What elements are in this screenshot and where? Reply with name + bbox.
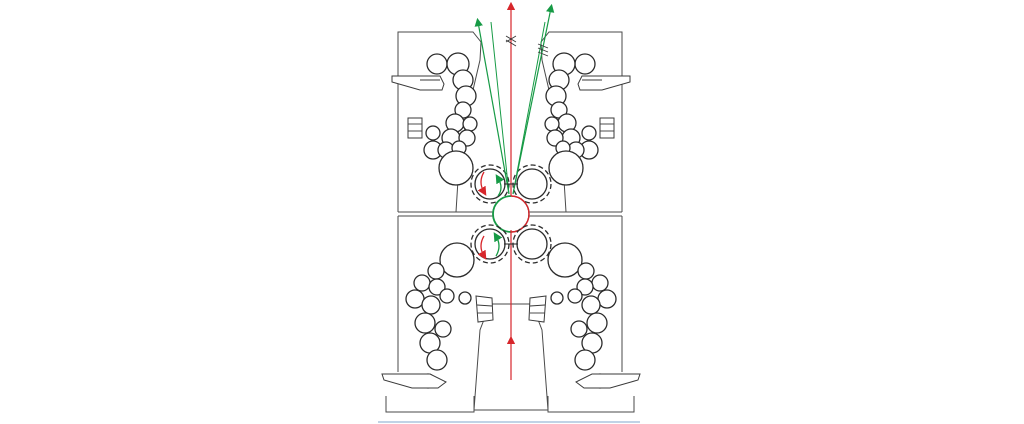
upper-left-ink-fountain (407, 117, 423, 139)
upper-left-bracket (391, 75, 445, 91)
green-web-right-arrow-icon (512, 3, 555, 195)
lower-left-bracket (381, 373, 447, 389)
lower-right-ink-train (547, 242, 617, 389)
green-web-left-arrow-icon (474, 17, 510, 195)
lower-right-ink-fountain (528, 295, 547, 323)
lower-left-ink-train (405, 242, 475, 389)
rotation-arrow-icon (495, 174, 505, 197)
lower-left-ink-fountain (475, 295, 494, 323)
rotation-arrow-icon (477, 235, 487, 260)
web-paths (474, 1, 555, 380)
web-marks (504, 35, 549, 245)
upper-right-ink-fountain (599, 117, 615, 139)
rotation-arrow-icon (477, 171, 487, 196)
rotation-arrow-icon (493, 232, 503, 257)
upper-right-bracket (577, 75, 631, 91)
lower-right-bracket (575, 373, 641, 389)
rotation-arrows (477, 171, 505, 260)
upper-right-ink-train (544, 52, 599, 186)
upper-left-ink-train (423, 52, 478, 186)
